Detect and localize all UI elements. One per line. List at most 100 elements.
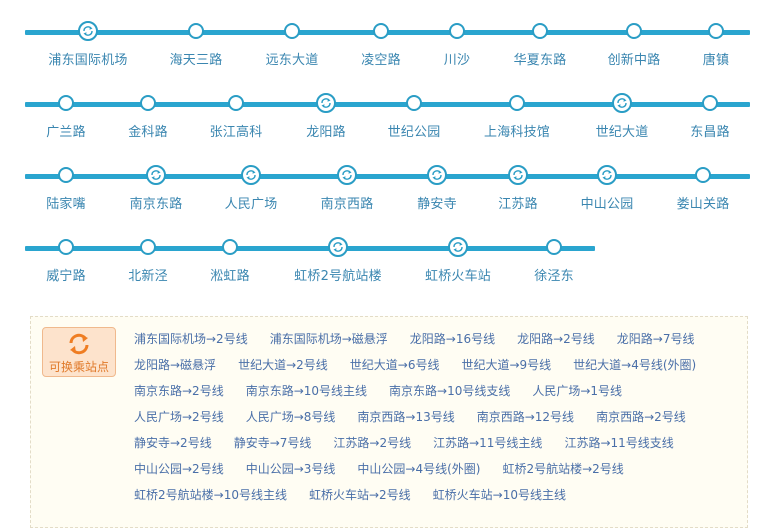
transfer-station-icon[interactable]: [241, 165, 261, 185]
station-label[interactable]: 远东大道: [265, 53, 319, 68]
station-node-icon[interactable]: [188, 23, 204, 39]
station-label[interactable]: 海天三路: [169, 53, 223, 68]
transfer-station-icon[interactable]: [328, 237, 348, 257]
transfer-link[interactable]: 龙阳路→7号线: [616, 332, 695, 346]
transfer-link[interactable]: 浦东国际机场→2号线: [134, 332, 248, 346]
transfer-station-icon[interactable]: [146, 165, 166, 185]
line-row: 浦东国际机场 海天三路 远东大道 凌空路 川沙 华夏东路 创新中路 唐镇: [0, 2, 778, 68]
station-label[interactable]: 上海科技馆: [483, 125, 551, 140]
transfer-station-icon[interactable]: [316, 93, 336, 113]
station-node-icon[interactable]: [373, 23, 389, 39]
transfer-link[interactable]: 江苏路→11号线主线: [433, 436, 543, 450]
transfer-station-icon[interactable]: [612, 93, 632, 113]
station-label[interactable]: 凌空路: [361, 53, 401, 68]
line-row: 陆家嘴 南京东路 人民广场 南京西路 静安寺 江苏路 中山公园 娄山关路: [0, 146, 778, 212]
station-label[interactable]: 徐泾东: [534, 269, 574, 284]
station-node-icon[interactable]: [509, 95, 525, 111]
transfer-row: 龙阳路→磁悬浮 世纪大道→2号线 世纪大道→6号线 世纪大道→9号线 世纪大道→4号线(…: [134, 352, 737, 378]
station-label[interactable]: 江苏路: [498, 197, 538, 212]
station-label[interactable]: 世纪公园: [387, 125, 441, 140]
station-node-icon[interactable]: [702, 95, 718, 111]
station-label[interactable]: 金科路: [128, 125, 168, 140]
station-node-icon[interactable]: [58, 95, 74, 111]
transfer-station-icon[interactable]: [597, 165, 617, 185]
transfer-link[interactable]: 江苏路→2号线: [333, 436, 412, 450]
transfer-link[interactable]: 中山公园→2号线: [134, 462, 224, 476]
station-node-icon[interactable]: [626, 23, 642, 39]
station-node-icon[interactable]: [708, 23, 724, 39]
transfer-station-icon[interactable]: [508, 165, 528, 185]
transfer-link[interactable]: 南京西路→13号线: [357, 410, 455, 424]
station-label[interactable]: 人民广场: [224, 197, 278, 212]
station-node-icon[interactable]: [449, 23, 465, 39]
transfer-link[interactable]: 虹桥火车站→2号线: [308, 488, 411, 502]
transfer-link[interactable]: 虹桥火车站→10号线主线: [432, 488, 566, 502]
station-label[interactable]: 浦东国际机场: [48, 53, 128, 68]
station-label[interactable]: 虹桥火车站: [424, 269, 492, 284]
transfer-station-icon[interactable]: [78, 21, 98, 41]
station-label[interactable]: 南京西路: [320, 197, 374, 212]
station-label[interactable]: 广兰路: [46, 125, 86, 140]
station-node-icon[interactable]: [546, 239, 562, 255]
station-label[interactable]: 张江高科: [209, 125, 263, 140]
transfer-link[interactable]: 浦东国际机场→磁悬浮: [269, 332, 388, 346]
transfer-panel: 可换乘站点 浦东国际机场→2号线 浦东国际机场→磁悬浮 龙阳路→16号线 龙阳路→2号…: [30, 316, 748, 528]
station-node-icon[interactable]: [222, 239, 238, 255]
transfer-link[interactable]: 世纪大道→2号线: [238, 358, 328, 372]
station-node-icon[interactable]: [284, 23, 300, 39]
transfer-station-icon[interactable]: [337, 165, 357, 185]
transfer-link[interactable]: 人民广场→1号线: [532, 384, 623, 398]
station-label[interactable]: 威宁路: [46, 269, 86, 284]
transfer-link[interactable]: 中山公园→3号线: [245, 462, 336, 476]
station-label[interactable]: 世纪大道: [595, 125, 649, 140]
transfer-link[interactable]: 南京东路→10号线支线: [389, 384, 511, 398]
station-label[interactable]: 虹桥2号航站楼: [294, 269, 382, 284]
line-row: 广兰路 金科路 张江高科 龙阳路 世纪公园 上海科技馆 世纪大道 东昌路: [0, 74, 778, 140]
transfer-link[interactable]: 南京西路→2号线: [596, 410, 686, 424]
station-node-icon[interactable]: [140, 239, 156, 255]
station-label[interactable]: 南京东路: [129, 197, 183, 212]
station-label[interactable]: 唐镇: [702, 53, 730, 68]
station-node-icon[interactable]: [228, 95, 244, 111]
station-label[interactable]: 创新中路: [607, 53, 661, 68]
station-label[interactable]: 东昌路: [690, 125, 730, 140]
transfer-link[interactable]: 静安寺→7号线: [233, 436, 312, 450]
station-label[interactable]: 北新泾: [128, 269, 168, 284]
station-label[interactable]: 川沙: [443, 53, 471, 68]
transfer-badge: 可换乘站点: [42, 327, 116, 377]
transfer-link[interactable]: 中山公园→4号线(外圈): [357, 462, 481, 476]
transfer-link[interactable]: 静安寺→2号线: [134, 436, 212, 450]
transfer-link[interactable]: 人民广场→2号线: [134, 410, 224, 424]
station-label[interactable]: 中山公园: [580, 197, 634, 212]
transfer-link[interactable]: 南京西路→12号线: [476, 410, 575, 424]
transfer-station-icon[interactable]: [448, 237, 468, 257]
transfer-link[interactable]: 世纪大道→9号线: [461, 358, 552, 372]
transfer-link[interactable]: 南京东路→2号线: [134, 384, 224, 398]
line-track: [25, 174, 750, 179]
station-node-icon[interactable]: [58, 167, 74, 183]
transfer-link[interactable]: 龙阳路→16号线: [409, 332, 496, 346]
transfer-link[interactable]: 世纪大道→6号线: [349, 358, 440, 372]
transfer-link[interactable]: 人民广场→8号线: [245, 410, 336, 424]
transfer-link[interactable]: 虹桥2号航站楼→2号线: [502, 462, 624, 476]
station-label[interactable]: 淞虹路: [210, 269, 250, 284]
station-label[interactable]: 娄山关路: [676, 197, 730, 212]
station-node-icon[interactable]: [58, 239, 74, 255]
station-label[interactable]: 华夏东路: [513, 53, 567, 68]
station-label[interactable]: 陆家嘴: [46, 197, 86, 212]
transfer-link[interactable]: 龙阳路→2号线: [517, 332, 595, 346]
transfer-station-icon[interactable]: [427, 165, 447, 185]
station-node-icon[interactable]: [406, 95, 422, 111]
station-node-icon[interactable]: [140, 95, 156, 111]
transfer-link[interactable]: 南京东路→10号线主线: [245, 384, 368, 398]
transfer-link[interactable]: 江苏路→11号线支线: [564, 436, 674, 450]
station-label[interactable]: 静安寺: [417, 197, 457, 212]
transfer-link[interactable]: 龙阳路→磁悬浮: [134, 358, 217, 372]
station-node-icon[interactable]: [695, 167, 711, 183]
transfer-link[interactable]: 虹桥2号航站楼→10号线主线: [134, 488, 287, 502]
transfer-row: 人民广场→2号线 人民广场→8号线 南京西路→13号线 南京西路→12号线 南京西路→2…: [134, 404, 737, 430]
transfer-row: 中山公园→2号线 中山公园→3号线 中山公园→4号线(外圈) 虹桥2号航站楼→2号线: [134, 456, 737, 482]
transfer-link[interactable]: 世纪大道→4号线(外圈): [573, 358, 697, 372]
station-label[interactable]: 龙阳路: [306, 125, 346, 140]
station-node-icon[interactable]: [532, 23, 548, 39]
